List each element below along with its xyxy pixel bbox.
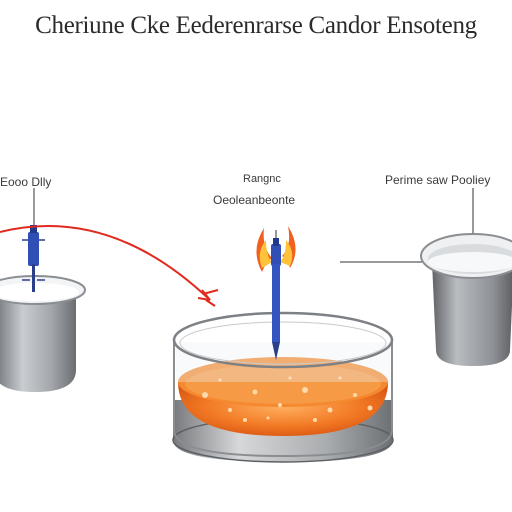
diagram-title: Cheriune Cke Eederenrarse Candor Ensoten… [35, 12, 477, 39]
left-probe [22, 225, 45, 292]
heat-flow-arrow [0, 225, 219, 307]
left-beaker [0, 275, 86, 392]
bubbles [202, 376, 373, 422]
right-beaker [420, 233, 512, 366]
label-center-line2: Oeoleanbeonte [213, 193, 296, 207]
flame-icon [256, 226, 296, 272]
label-right-beaker: Perime saw Pooliey [385, 173, 491, 187]
label-center-line1: Rangnc [243, 173, 281, 185]
center-probe [271, 230, 281, 360]
label-left-beaker: Eooo Dlly [0, 175, 52, 189]
center-vessel [172, 311, 394, 463]
